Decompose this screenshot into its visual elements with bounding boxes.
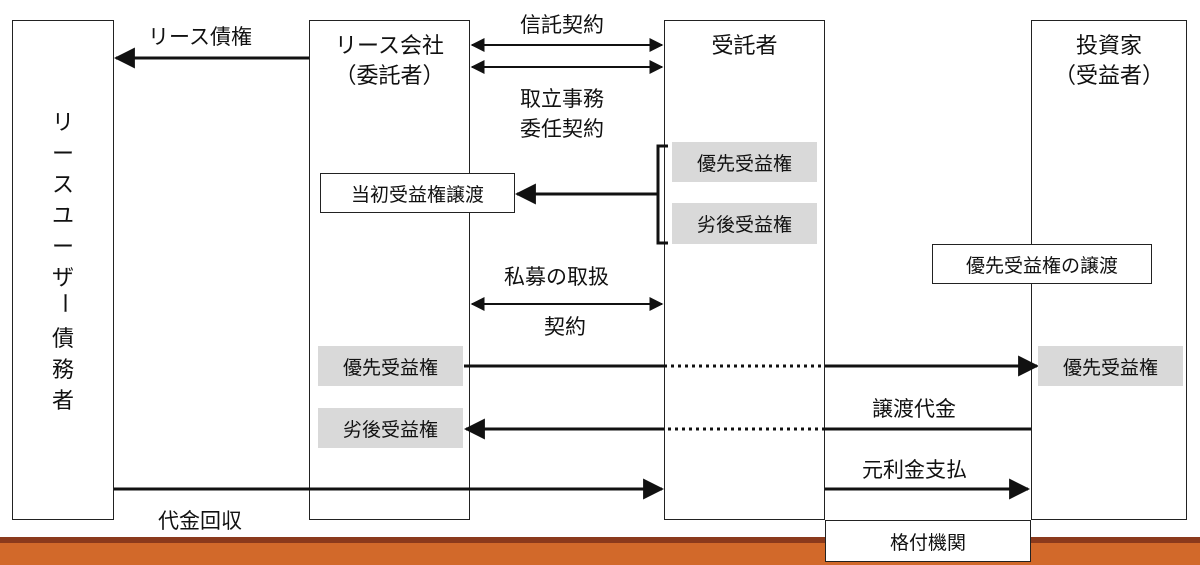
private-placement-label: 私募の取扱 [504,265,609,289]
junior-interest-trustee: 劣後受益権 [672,203,817,244]
private-placement-label-2: 契約 [544,315,586,339]
senior-transfer-box: 優先受益権の譲渡 [932,244,1152,284]
trustee-title: 受託者 [711,34,778,59]
senior-interest-investor: 優先受益権 [1038,346,1183,386]
transfer-price-label: 譲渡代金 [872,397,956,421]
admin-contract-label: 取立事務 委任契約 [520,87,604,141]
lease-company-title: リース会社 （委託者） [334,34,445,89]
trustee-box [664,20,825,520]
rating-agency-box: 格付機関 [825,520,1031,562]
footer-bar-dark [0,537,1200,543]
lease-user-label: リ ー ス ユ ー ザ ー 債 務 者 [51,111,76,414]
lease-claim-label: リース債権 [148,25,252,49]
principal-interest-label: 元利金支払 [862,458,967,482]
lease-user-box [12,20,114,520]
senior-interest-trustee: 優先受益権 [672,142,817,182]
initial-transfer-box: 当初受益権譲渡 [320,173,515,213]
junior-interest-lease: 劣後受益権 [318,408,463,448]
beneficial-interest-bracket [656,144,668,245]
investor-title: 投資家 （受益者） [1053,34,1164,89]
collection-label: 代金回収 [158,509,242,533]
trust-contract-label: 信託契約 [520,13,604,37]
senior-interest-lease: 優先受益権 [318,346,463,386]
